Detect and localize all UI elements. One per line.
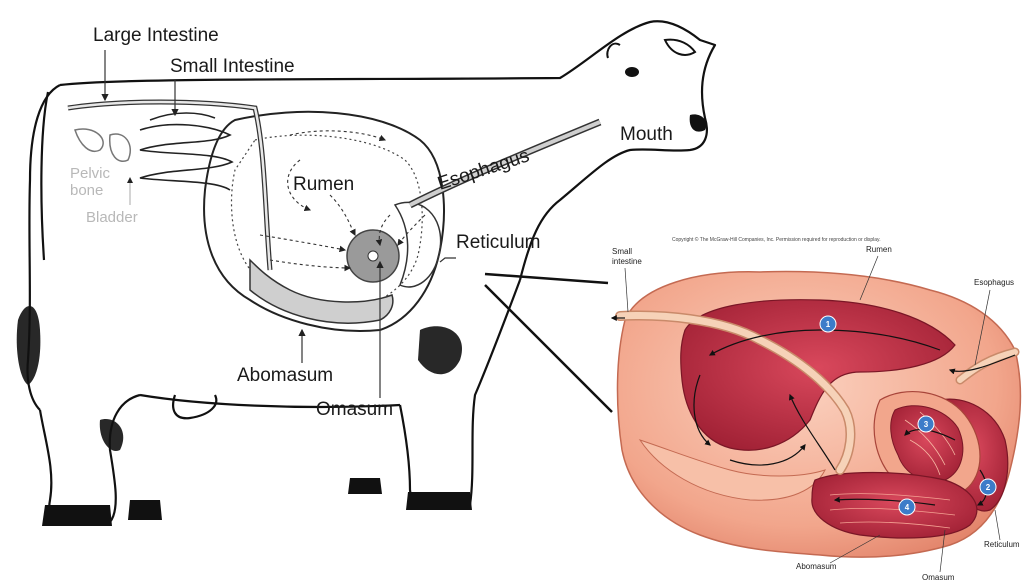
cow-labels: Large Intestine Small Intestine Pelvic b… [70,25,673,420]
step-badge-2: 2 [980,479,996,495]
label-bladder: Bladder [86,209,138,226]
label-mouth: Mouth [620,124,673,145]
cow-rumen-flow-arrows [260,131,425,268]
label-omasum: Omasum [316,399,393,420]
cow-eye [625,67,639,77]
label-pelvic-bone-line1: Pelvic [70,165,111,182]
cow-small-intestine-coils [140,113,232,190]
inset-label-small-intestine-line2: intestine [612,257,642,266]
inset-copyright: Copyright © The McGraw-Hill Companies, I… [672,236,881,243]
cow-head [607,40,706,132]
cow-rumen [204,112,444,331]
inset-stomach [617,272,1020,558]
svg-text:3: 3 [924,420,929,429]
inset-label-omasum: Omasum [922,573,955,582]
label-esophagus: Esophagus [435,145,532,194]
svg-text:4: 4 [905,503,910,512]
inset-label-abomasum: Abomasum [796,562,837,571]
inset-label-rumen: Rumen [866,245,892,254]
pointer-reticulum [440,258,456,262]
zoom-connector-lines [485,274,612,412]
label-small-intestine: Small Intestine [170,56,295,77]
inset-label-esophagus: Esophagus [974,278,1014,287]
inset-pointer-reticulum [995,510,1000,540]
inset-abomasum [812,473,977,538]
cow-hooves [42,478,472,526]
label-pelvic-bone-line2: bone [70,182,103,199]
cow-pelvic-bone [75,129,130,161]
inset-label-reticulum: Reticulum [984,540,1020,549]
step-badge-3: 3 [918,416,934,432]
label-rumen: Rumen [293,174,354,195]
step-badge-1: 1 [820,316,836,332]
label-reticulum: Reticulum [456,232,540,253]
label-abomasum: Abomasum [237,365,333,386]
svg-text:2: 2 [986,483,991,492]
step-badge-4: 4 [899,499,915,515]
inset-pointer-small-intestine [625,268,628,312]
svg-text:1: 1 [826,320,831,329]
label-large-intestine: Large Intestine [93,25,219,46]
cow-omasum-center [368,251,378,261]
inset-label-small-intestine-line1: Small [612,247,632,256]
